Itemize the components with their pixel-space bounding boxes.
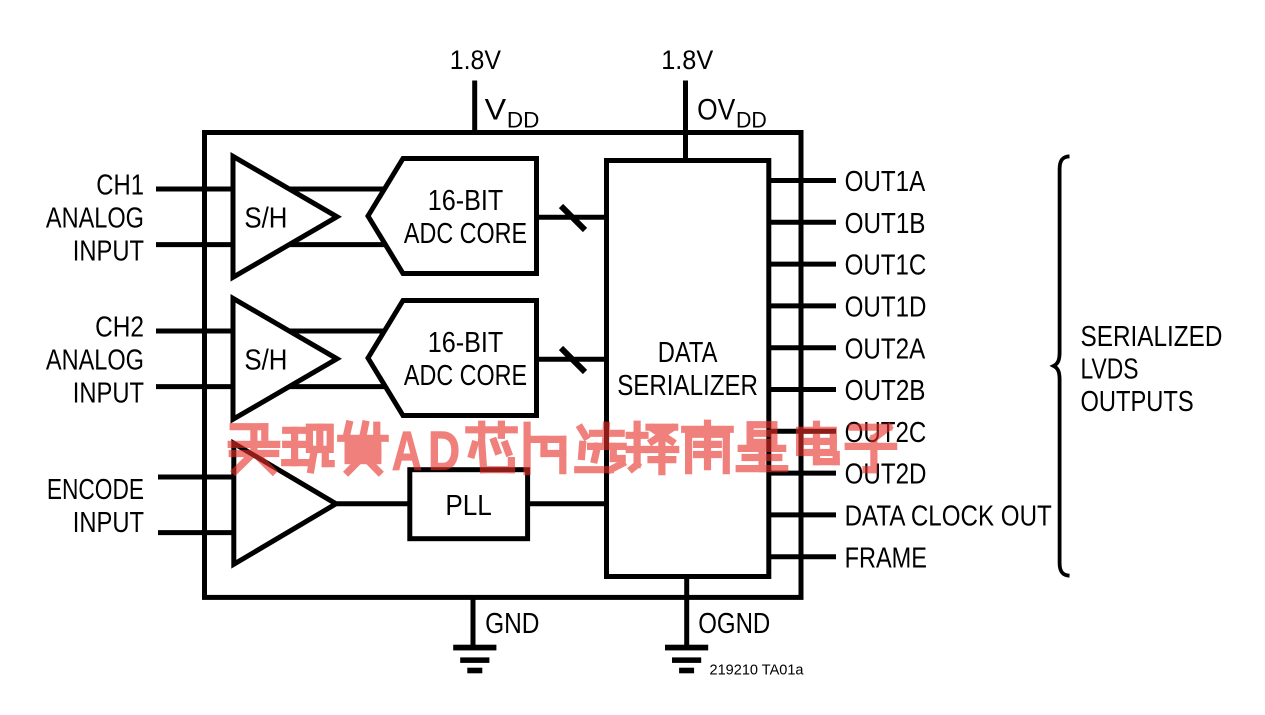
svg-text:219210 TA01a: 219210 TA01a [710, 662, 805, 679]
svg-text:CH1: CH1 [96, 169, 144, 201]
svg-text:D: D [428, 421, 460, 482]
svg-text:ENCODE: ENCODE [47, 474, 144, 506]
svg-text:SERIALIZER: SERIALIZER [617, 370, 758, 402]
svg-text:S/H: S/H [244, 344, 287, 376]
svg-text:ANALOG: ANALOG [46, 344, 144, 376]
svg-text:ADC CORE: ADC CORE [404, 218, 527, 250]
svg-text:OV: OV [697, 94, 735, 127]
svg-text:16-BIT: 16-BIT [428, 327, 504, 359]
svg-text:OUT1B: OUT1B [845, 208, 926, 240]
svg-text:ANALOG: ANALOG [46, 202, 144, 234]
svg-text:1.8V: 1.8V [450, 45, 501, 75]
svg-text:A: A [392, 421, 422, 482]
svg-text:OUT2D: OUT2D [845, 459, 927, 491]
svg-text:DD: DD [736, 108, 767, 133]
svg-text:INPUT: INPUT [73, 235, 144, 267]
svg-text:OUT1C: OUT1C [845, 250, 927, 282]
svg-text:ADC CORE: ADC CORE [404, 360, 527, 392]
svg-text:S/H: S/H [244, 202, 287, 234]
svg-text:16-BIT: 16-BIT [428, 185, 504, 217]
svg-text:OUT2A: OUT2A [845, 333, 926, 365]
svg-text:INPUT: INPUT [73, 507, 144, 539]
svg-text:DD: DD [507, 108, 540, 133]
svg-text:OUTPUTS: OUTPUTS [1081, 386, 1194, 418]
svg-text:OUT1A: OUT1A [845, 166, 926, 198]
svg-text:DATA CLOCK OUT: DATA CLOCK OUT [845, 501, 1052, 533]
svg-text:CH2: CH2 [95, 311, 144, 343]
svg-text:LVDS: LVDS [1081, 354, 1139, 386]
svg-text:OUT1D: OUT1D [845, 292, 927, 324]
svg-text:GND: GND [485, 608, 539, 640]
svg-text:INPUT: INPUT [73, 377, 144, 409]
svg-text:OGND: OGND [698, 608, 770, 640]
svg-text:DATA: DATA [658, 337, 718, 369]
svg-text:1.8V: 1.8V [661, 45, 713, 75]
svg-text:PLL: PLL [445, 490, 492, 522]
svg-text:FRAME: FRAME [845, 542, 927, 574]
svg-text:OUT2B: OUT2B [845, 375, 926, 407]
svg-text:SERIALIZED: SERIALIZED [1081, 321, 1223, 353]
svg-text:V: V [485, 94, 507, 127]
